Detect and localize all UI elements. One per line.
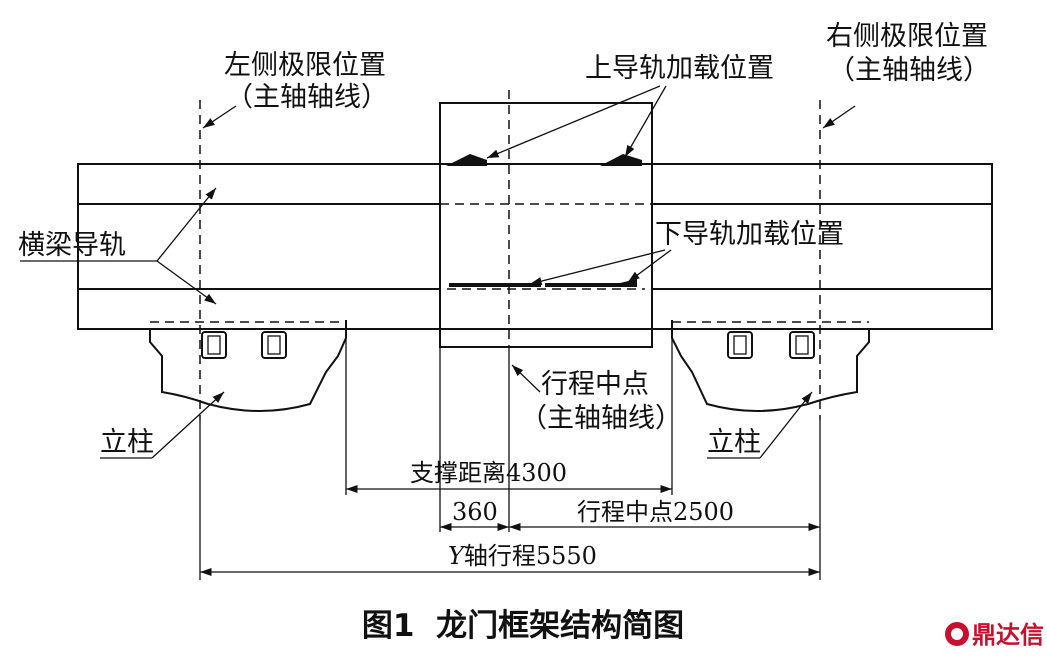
lower-load-label: 下导轨加载位置 [655, 219, 844, 250]
support-span-dimension: 支撑距离4300 [410, 459, 567, 487]
upper-rail-load-pads [446, 154, 642, 166]
offset-dimension: 360 [452, 498, 498, 526]
right-column-label: 立柱 [707, 427, 761, 458]
dimension-extension-lines [345, 338, 673, 532]
y-travel-text: 轴行程5550 [464, 542, 597, 570]
left-limit-sublabel: （主轴轴线） [226, 82, 388, 113]
dimension-lines [200, 484, 820, 577]
watermark-logo: 鼎达信 [945, 621, 1044, 649]
right-column [671, 320, 870, 412]
right-limit-label: 右侧极限位置 [826, 21, 988, 52]
watermark-text: 鼎达信 [972, 621, 1044, 649]
upper-load-label: 上导轨加载位置 [585, 53, 774, 84]
carriage-block [78, 102, 992, 348]
right-limit-sublabel: （主轴轴线） [828, 55, 990, 86]
y-axis-letter: Y [448, 542, 466, 570]
left-column [149, 320, 347, 412]
travel-midpoint-dimension: 行程中点2500 [577, 498, 734, 526]
spindle-axis-lines [199, 90, 821, 580]
figure-caption: 图1 龙门框架结构简图 [362, 608, 684, 644]
beam-rail-label: 横梁导轨 [18, 230, 126, 261]
leader-arrows [20, 85, 856, 459]
left-limit-label: 左侧极限位置 [224, 50, 386, 81]
travel-midpoint-sublabel: （主轴轴线） [520, 403, 682, 434]
y-travel-dimension: Y轴行程5550 [448, 542, 597, 570]
travel-midpoint-label: 行程中点 [541, 369, 649, 400]
left-column-label: 立柱 [100, 427, 154, 458]
